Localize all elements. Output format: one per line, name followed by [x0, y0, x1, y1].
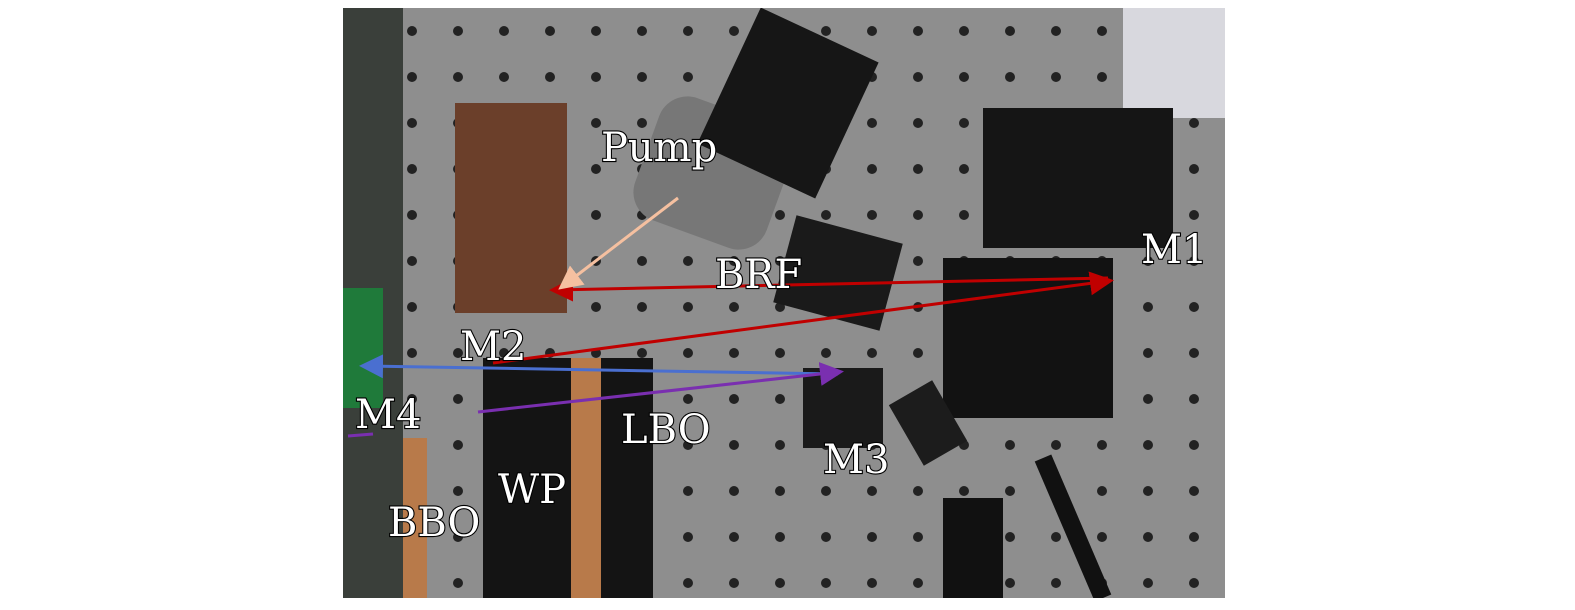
label-bbo: BBO — [388, 500, 480, 546]
fundamental-beam-m2 — [492, 271, 1114, 365]
label-m3: M3 — [823, 437, 889, 483]
label-m2: M2 — [460, 324, 526, 370]
brf-mount — [773, 215, 903, 331]
output-beam — [359, 354, 839, 379]
label-pump: Pump — [601, 125, 717, 171]
m1-mount — [983, 108, 1173, 248]
optical-setup-photo: Pump BRF M1 M2 M3 M4 LBO WP BBO — [343, 8, 1225, 598]
label-wp: WP — [498, 467, 566, 513]
label-brf: BRF — [715, 252, 802, 298]
copper-heatsink — [455, 103, 567, 313]
pump-beam — [558, 196, 679, 290]
label-m1: M1 — [1141, 227, 1207, 273]
copper-strip — [571, 358, 601, 598]
fundamental-beam-brf — [549, 276, 1109, 302]
label-m4: M4 — [355, 392, 421, 438]
label-lbo: LBO — [621, 407, 711, 453]
uv-beam — [477, 362, 844, 414]
